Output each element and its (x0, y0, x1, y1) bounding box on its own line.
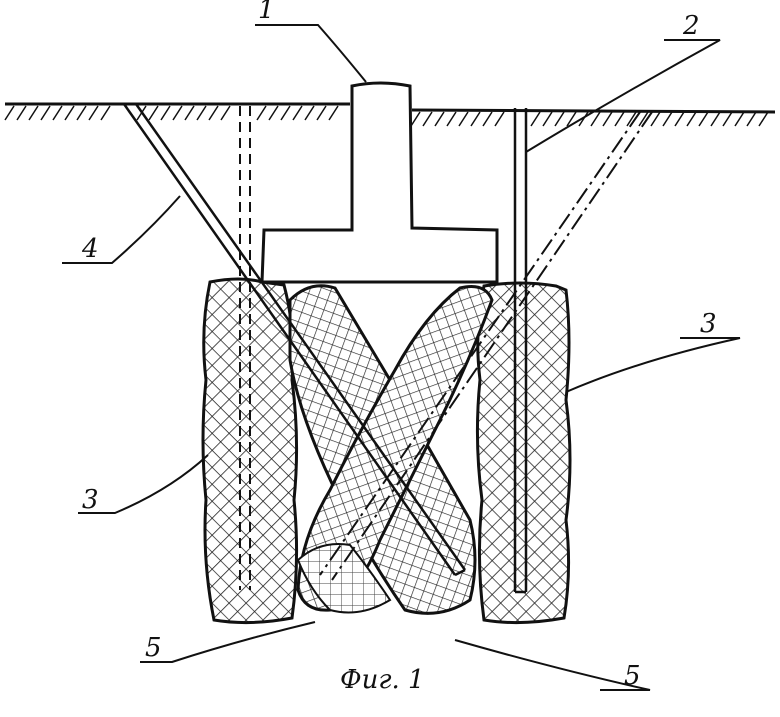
ground-hatch-stroke (710, 111, 721, 127)
vertical-pipe-right (513, 108, 528, 594)
ground-hatch-stroke (746, 111, 757, 127)
inclined-pipe-dashdot (319, 111, 653, 581)
leader-lines (62, 24, 741, 691)
ground-hatch-stroke (40, 105, 51, 121)
foundation-block (260, 81, 499, 284)
figure-caption: Фиг. 1 (340, 665, 425, 695)
ground-hatch-stroke (722, 111, 733, 127)
ground-hatch-stroke (542, 111, 553, 127)
ground-hatch-stroke (650, 111, 661, 127)
ground-hatch-stroke (422, 111, 433, 127)
label-5-left: 5 (145, 633, 162, 663)
ground-hatch-stroke (4, 105, 15, 121)
ground-hatch-stroke (530, 111, 541, 127)
ground-hatch-stroke (52, 105, 63, 121)
ground-hatch-stroke (434, 111, 445, 127)
ground-hatch-stroke (28, 105, 39, 121)
inclined-pipe (122, 103, 467, 577)
lower-bulb-zone (296, 543, 392, 614)
ground-hatch-stroke (566, 111, 577, 127)
ground-hatch-stroke (578, 111, 589, 127)
ground-hatch-stroke (100, 105, 111, 121)
ground-hatch-stroke (256, 105, 267, 121)
ground-hatch-stroke (554, 111, 565, 127)
ground-hatch-stroke (208, 105, 219, 121)
ground-hatch-stroke (458, 111, 469, 127)
ground-hatch-stroke (662, 111, 673, 127)
ground-hatch-stroke (220, 105, 231, 121)
ground-hatch-stroke (494, 111, 505, 127)
ground-hatch-stroke (626, 111, 637, 127)
ground-hatch-stroke (686, 111, 697, 127)
ground-hatch-stroke (148, 105, 159, 121)
ground-hatch-stroke (280, 105, 291, 121)
ground-hatch-stroke (482, 111, 493, 127)
ground-hatch-stroke (758, 111, 769, 127)
ground-hatch-stroke (614, 111, 625, 127)
ground-hatch-stroke (88, 105, 99, 121)
ground-hatch-stroke (184, 105, 195, 121)
ground-hatch-stroke (470, 111, 481, 127)
soil-column-right (475, 281, 572, 625)
ground-hatch-stroke (64, 105, 75, 121)
label-4: 4 (81, 234, 99, 264)
label-5-right: 5 (624, 661, 641, 691)
ground-hatch-stroke (602, 111, 613, 127)
ground-hatch-stroke (160, 105, 171, 121)
ground-hatch-stroke (196, 105, 207, 121)
ground-hatch-stroke (328, 105, 339, 121)
ground-hatch-stroke (446, 111, 457, 127)
ground-hatch-stroke (674, 111, 685, 127)
ground-hatch-stroke (292, 105, 303, 121)
label-3-left: 3 (82, 485, 99, 515)
ground-hatch-stroke (698, 111, 709, 127)
ground-hatch-stroke (16, 105, 27, 121)
ground-hatch-stroke (410, 111, 421, 127)
label-1: 1 (258, 0, 275, 25)
ground-hatch-stroke (76, 105, 87, 121)
label-3-right: 3 (700, 309, 717, 339)
ground-hatch-stroke (590, 111, 601, 127)
ground-hatch-stroke (304, 105, 315, 121)
vertical-pipe-left-dashed (239, 106, 251, 590)
ground-hatch-stroke (638, 111, 649, 127)
ground-hatch-stroke (172, 105, 183, 121)
ground-hatch-stroke (734, 111, 745, 127)
ground-hatch-stroke (268, 105, 279, 121)
label-2: 2 (682, 11, 700, 41)
ground-hatching (4, 105, 769, 127)
ground-hatch-stroke (316, 105, 327, 121)
